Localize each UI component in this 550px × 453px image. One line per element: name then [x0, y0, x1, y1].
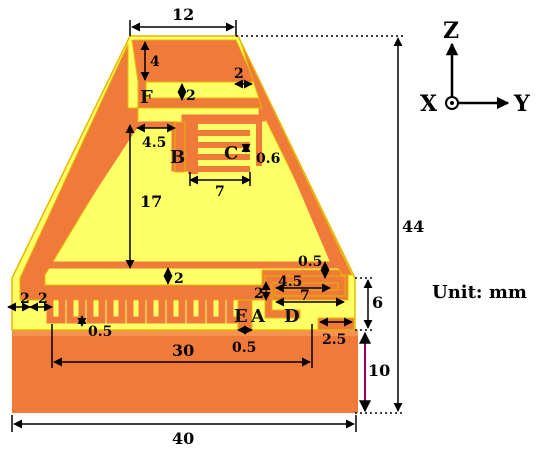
dim-top-strip: 4: [150, 54, 160, 70]
stub-b: [174, 121, 186, 173]
dim-lines: [7, 20, 405, 432]
dim-gap-left-b: 2: [38, 291, 48, 307]
ground-plane-sheen: [12, 330, 358, 336]
label-c: C: [224, 143, 238, 164]
dim-arm-b: 4.5: [142, 135, 166, 151]
stub-right-bottom: [317, 317, 355, 331]
dim-height-total: 44: [402, 217, 424, 236]
dim-gap-top-right: 2: [234, 66, 244, 82]
dim-gap-f: 2: [186, 88, 196, 104]
dim-feed-offset: 2.5: [322, 332, 346, 348]
dim-slot-c: 0.6: [256, 151, 280, 167]
dim-meander-gap: 0.5: [88, 324, 112, 340]
dim-ground-height-label: 10: [368, 361, 390, 380]
axes-icon: [445, 42, 510, 110]
axis-z-label: Z: [443, 18, 459, 44]
dim-gap-left-a: 2: [20, 291, 30, 307]
dim-width-total: 40: [172, 429, 194, 448]
dim-d-gap2: 2: [254, 286, 264, 302]
axis-y-label: Y: [513, 91, 530, 117]
comb-c: [188, 116, 262, 174]
unit-label: Unit: mm: [432, 282, 527, 303]
dim-d-len2: 7: [300, 288, 310, 304]
dim-top-width: 12: [172, 5, 194, 24]
label-a: A: [250, 306, 266, 327]
dim-feed-height: 6: [372, 293, 383, 312]
arm-d: [264, 275, 346, 319]
ground-plane: [12, 330, 358, 413]
dim-d-len1: 4.5: [278, 274, 302, 290]
label-d: D: [284, 306, 300, 327]
axis-x-label: X: [420, 91, 438, 117]
dim-gap-bottom: 2: [174, 271, 184, 287]
dim-meander-len: 30: [172, 341, 194, 360]
meander-line: [22, 286, 240, 324]
dim-feed-width: 0.5: [232, 340, 256, 356]
label-e: E: [234, 306, 248, 327]
label-f: F: [140, 87, 153, 108]
dim-d-gap: 0.5: [298, 254, 322, 270]
label-b: B: [170, 147, 185, 168]
dim-arm-height: 17: [140, 192, 162, 211]
patch-top-strip: [131, 39, 263, 109]
dim-slot-c-len: 7: [215, 184, 225, 200]
